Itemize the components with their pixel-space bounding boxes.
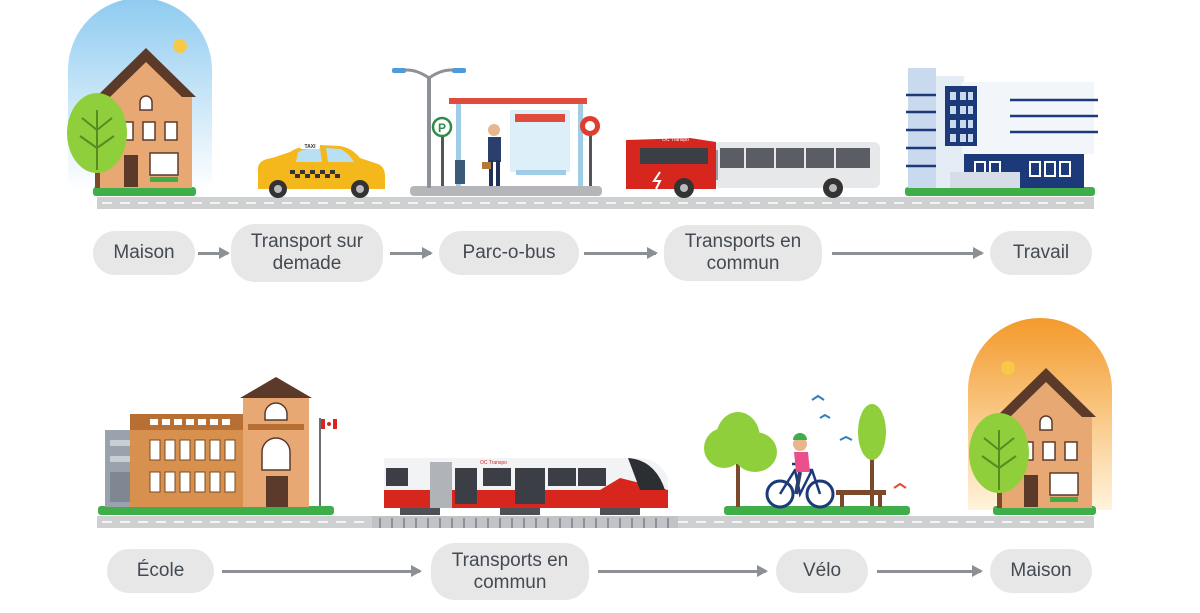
school-building-icon — [98, 377, 337, 515]
road-row1 — [97, 197, 1094, 209]
road-row2 — [97, 516, 1094, 528]
arrow-icon — [584, 247, 658, 259]
taxi-icon: TAXI — [257, 142, 386, 198]
step-on-demand-transport: Transport sur demade — [231, 224, 383, 282]
arrow-icon — [598, 565, 768, 577]
light-rail-train-icon: OC Transpo — [384, 458, 668, 515]
step-school: École — [107, 549, 214, 593]
step-public-transit-return: Transports en commun — [431, 543, 589, 600]
home-house-icon-evening — [968, 318, 1112, 515]
arrow-icon — [222, 565, 422, 577]
arrow-icon — [390, 247, 433, 259]
bus-icon: OC Transpo — [626, 137, 880, 198]
bicycle-park-icon — [704, 394, 910, 515]
parking-sign-text: P — [438, 121, 446, 135]
step-work: Travail — [990, 231, 1092, 275]
park-and-ride-icon: P — [392, 68, 602, 196]
train-brand-text: OC Transpo — [480, 460, 507, 466]
arrow-icon — [198, 247, 230, 259]
step-home-return: Maison — [990, 549, 1092, 593]
home-house-icon — [67, 0, 212, 196]
step-bike: Vélo — [776, 549, 868, 593]
bus-brand-text: OC Transpo — [662, 137, 689, 143]
step-public-transit: Transports en commun — [664, 225, 822, 281]
step-park-and-ride: Parc-o-bus — [439, 231, 579, 275]
arrow-icon — [832, 247, 984, 259]
taxi-sign-text: TAXI — [304, 144, 316, 150]
arrow-icon — [877, 565, 983, 577]
step-home: Maison — [93, 231, 195, 275]
office-building-icon — [905, 68, 1098, 196]
